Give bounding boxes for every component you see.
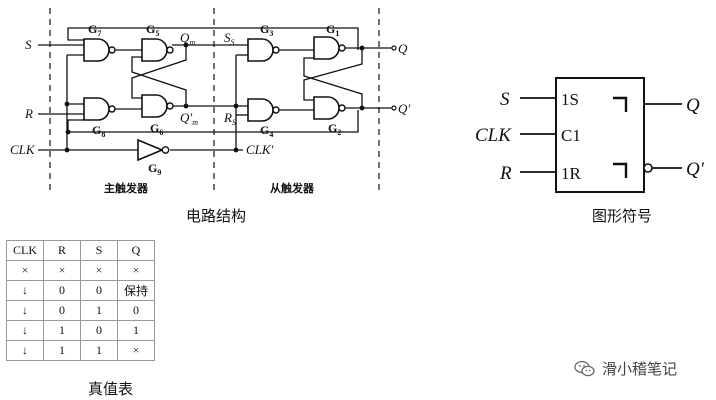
- input-r-label: R: [24, 106, 33, 121]
- table-cell: ×: [43, 260, 81, 281]
- symbol-input-s: S: [500, 89, 510, 110]
- symbol-pin-1r: 1R: [561, 164, 582, 183]
- table-cell: 0: [80, 280, 118, 301]
- table-cell: 1: [117, 320, 155, 341]
- table-cell: 保持: [117, 280, 155, 301]
- gate-label-g9: G9: [148, 161, 161, 177]
- table-cell: 1: [80, 300, 118, 321]
- gate-label-g5: G5: [146, 22, 159, 38]
- table-cell: ×: [117, 340, 155, 361]
- header-q: Q: [117, 240, 155, 261]
- input-clk-label: CLK: [10, 142, 36, 157]
- q-terminal: [391, 45, 397, 51]
- symbol-output-qp: Q′: [686, 159, 705, 180]
- circuit-caption: 电路结构: [186, 207, 247, 225]
- symbol-output-q: Q: [686, 95, 700, 116]
- table-cell: 1: [80, 340, 118, 361]
- gate-label-g7: G7: [88, 22, 101, 38]
- table-cell: 0: [43, 300, 81, 321]
- section-dividers: [49, 8, 380, 192]
- nand-gate-g1: [313, 36, 346, 60]
- table-row: ××××: [6, 260, 155, 281]
- nand-gate-g5: [141, 38, 174, 62]
- header-clk: CLK: [6, 240, 44, 261]
- qp-terminal: [391, 105, 397, 111]
- symbol-input-r: R: [499, 163, 512, 184]
- wechat-icon: [574, 360, 595, 376]
- junction-dots: [64, 42, 365, 153]
- truth-table-caption: 真值表: [88, 380, 134, 398]
- table-cell: ×: [117, 260, 155, 281]
- postponed-output-mark-qp: [613, 162, 628, 178]
- slave-s-label: SS: [224, 30, 235, 47]
- input-s-label: S: [25, 37, 32, 52]
- table-cell: ↓: [6, 340, 44, 361]
- nand-gate-g3: [247, 38, 280, 62]
- slave-r-label: RS: [223, 110, 236, 127]
- output-qp-label: Q′: [398, 101, 410, 116]
- gate-label-g1: G1: [326, 22, 339, 38]
- inverter-g9: [137, 138, 170, 162]
- gate-label-g8: G8: [92, 123, 105, 139]
- nand-gate-g4: [247, 98, 280, 122]
- flipflop-symbol: [520, 77, 682, 193]
- master-q-label: Qm: [180, 30, 195, 47]
- postponed-output-mark-q: [613, 96, 628, 112]
- master-qp-label: Q′m: [180, 110, 198, 127]
- watermark-text: 滑小稽笔记: [602, 360, 678, 378]
- slave-clk-label: CLK′: [246, 142, 274, 157]
- table-cell: ↓: [6, 320, 44, 341]
- output-q-label: Q: [398, 41, 408, 56]
- gate-label-g2: G2: [328, 121, 341, 137]
- symbol-pin-1s: 1S: [561, 90, 579, 109]
- header-r: R: [43, 240, 81, 261]
- table-cell: 0: [80, 320, 118, 341]
- table-cell: 1: [43, 340, 81, 361]
- nand-gate-g7: [83, 38, 116, 62]
- table-cell: 0: [43, 280, 81, 301]
- watermark: 滑小稽笔记: [574, 358, 677, 379]
- nand-gate-g2: [313, 96, 346, 120]
- header-s: S: [80, 240, 118, 261]
- master-section-label: 主触发器: [104, 181, 149, 195]
- symbol-caption: 图形符号: [592, 207, 653, 225]
- gate-label-g4: G4: [260, 123, 273, 139]
- gate-label-g6: G6: [150, 121, 163, 137]
- symbol-input-clk: CLK: [475, 125, 512, 146]
- table-cell: ×: [80, 260, 118, 281]
- nand-gate-g8: [83, 97, 116, 121]
- table-cell: ×: [6, 260, 44, 281]
- table-cell: 0: [117, 300, 155, 321]
- table-cell: ↓: [6, 280, 44, 301]
- gate-label-g3: G3: [260, 22, 273, 38]
- nand-gate-g6: [141, 94, 174, 118]
- slave-section-label: 从触发器: [270, 181, 315, 195]
- table-cell: 1: [43, 320, 81, 341]
- symbol-pin-c1: C1: [561, 126, 581, 145]
- table-cell: ↓: [6, 300, 44, 321]
